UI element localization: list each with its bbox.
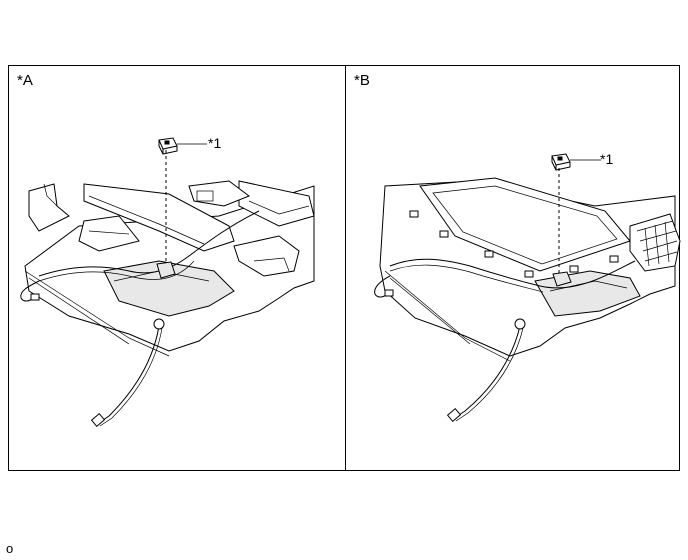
panel-label-b: *B (354, 72, 370, 89)
wire-drop (96, 325, 160, 425)
grille-module (629, 213, 681, 272)
panel-a-illustration (20, 137, 315, 427)
panel-divider (345, 66, 346, 470)
pad-lower-right (233, 235, 300, 277)
wire-connector-b (446, 408, 462, 422)
wire-connector-a (90, 413, 106, 427)
front-panel (78, 215, 140, 252)
callout-label-a: *1 (208, 135, 222, 151)
callout-label-b: *1 (600, 151, 614, 167)
switch-part-a (158, 137, 178, 155)
wire-drop-b (452, 325, 521, 420)
wire-harness-b (389, 258, 636, 289)
console-module (188, 180, 251, 207)
diagram-frame: *A *1 (8, 65, 681, 471)
wire-left (20, 280, 40, 302)
switch-part-b (551, 153, 571, 171)
pad-right (238, 180, 315, 227)
pad-center (83, 183, 235, 252)
panel-label-a: *A (17, 72, 33, 89)
figure-code: o (6, 541, 14, 556)
visor-recess-b (534, 270, 641, 317)
pad-left (28, 183, 70, 232)
wire-left-b (374, 275, 391, 298)
panel-b-illustration (374, 153, 681, 422)
